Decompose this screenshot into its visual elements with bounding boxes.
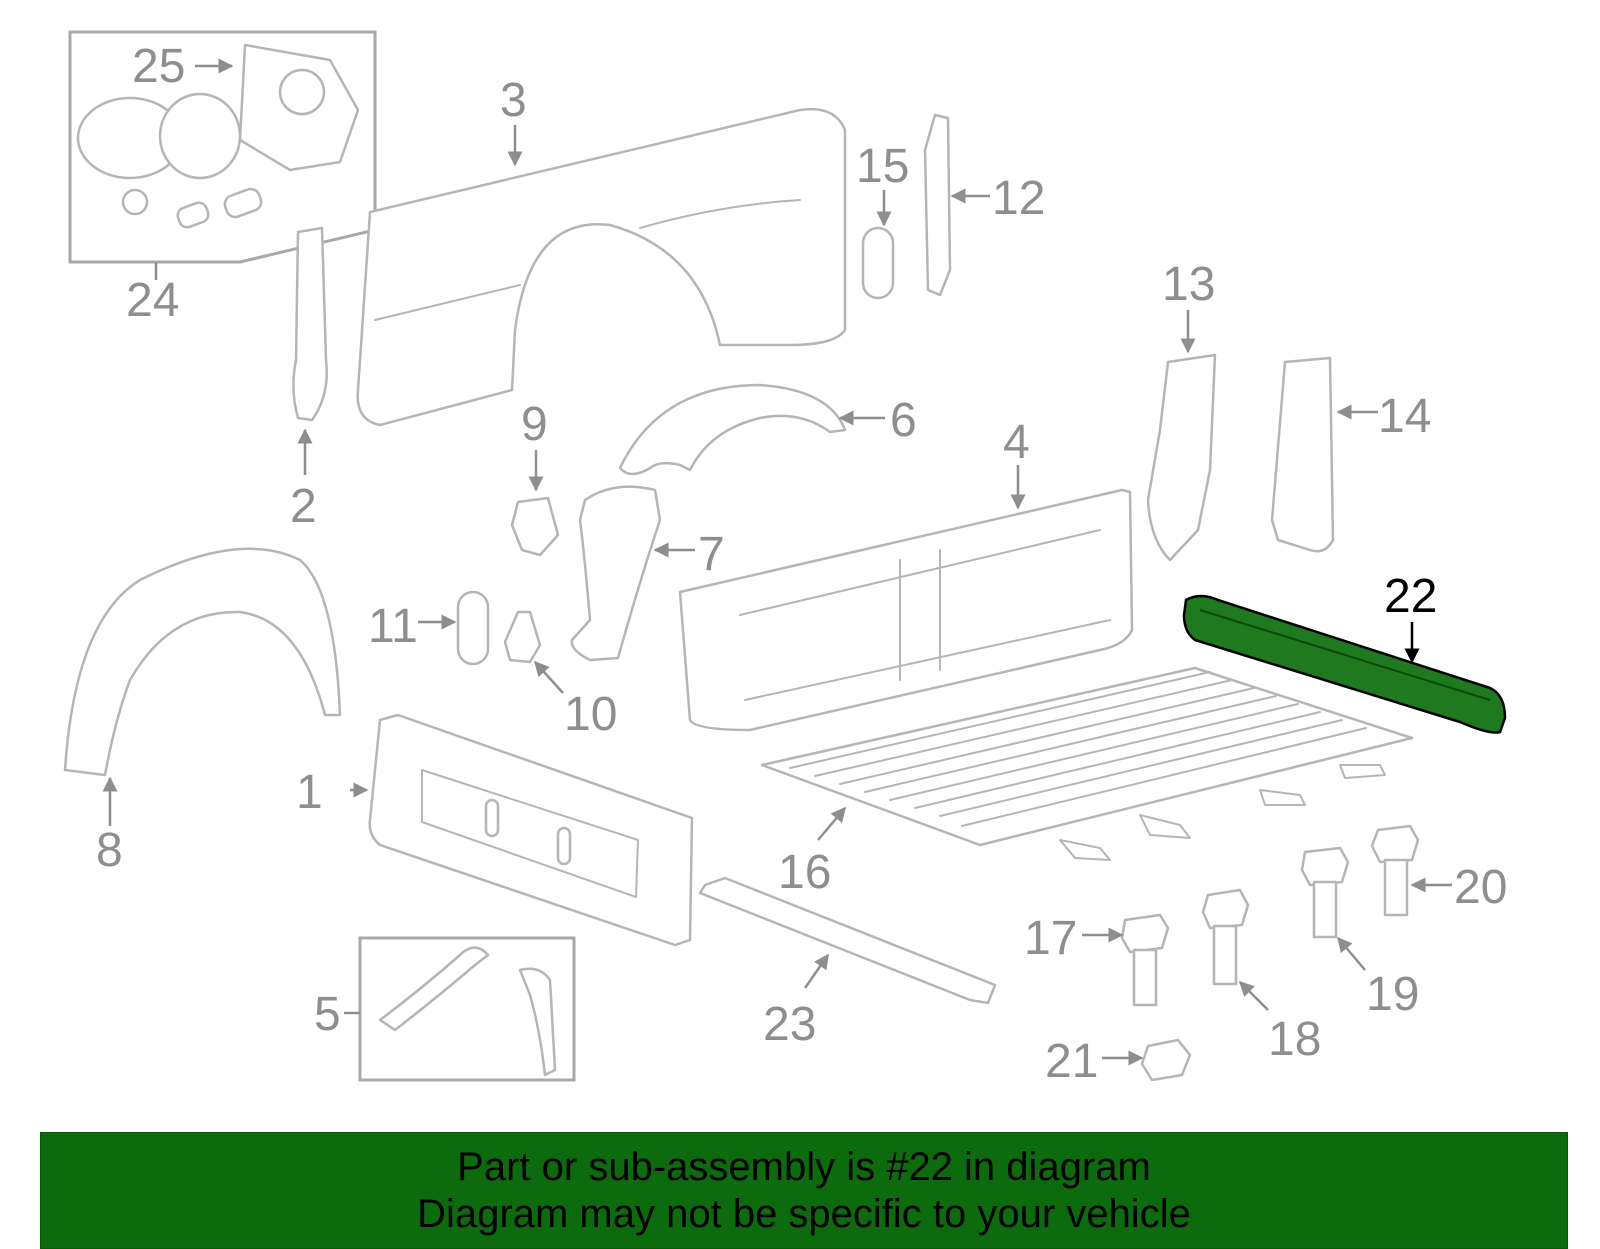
callout-labels: 25 24 3 2 15 12 6 9 7 8 11 10 4 13 14 1 … xyxy=(96,40,1507,1088)
callout-13: 13 xyxy=(1162,258,1215,311)
info-banner: Part or sub-assembly is #22 in diagram D… xyxy=(40,1132,1568,1249)
callout-14: 14 xyxy=(1378,390,1431,443)
front-panel xyxy=(678,488,1134,732)
callout-19: 19 xyxy=(1366,968,1419,1021)
strip-23 xyxy=(698,876,997,1005)
callout-8: 8 xyxy=(96,824,123,877)
bolt-17 xyxy=(1120,913,1170,1007)
box-side-panel xyxy=(356,107,847,427)
wheelhouse-inner xyxy=(618,383,847,476)
corner-post xyxy=(292,226,328,422)
callout-16: 16 xyxy=(778,846,831,899)
callout-25: 25 xyxy=(132,40,185,93)
splash-shield xyxy=(570,485,662,662)
callout-23: 23 xyxy=(763,998,816,1051)
callout-5: 5 xyxy=(314,988,341,1041)
bolt-20 xyxy=(1370,824,1420,917)
callout-1: 1 xyxy=(296,766,323,819)
part-22-edge xyxy=(1199,609,1491,701)
callout-15: 15 xyxy=(856,140,909,193)
banner-disclaimer-line: Diagram may not be specific to your vehi… xyxy=(417,1191,1191,1236)
callout-24: 24 xyxy=(126,274,179,327)
fender-flare xyxy=(63,547,342,777)
bolt-19 xyxy=(1300,846,1350,939)
callout-18: 18 xyxy=(1268,1013,1321,1066)
callout-7: 7 xyxy=(698,528,725,581)
callout-22[interactable]: 22 xyxy=(1384,570,1437,623)
clip-10 xyxy=(503,610,542,664)
bracket-13 xyxy=(1146,353,1217,562)
callout-4: 4 xyxy=(1003,416,1030,469)
callout-3: 3 xyxy=(500,74,527,127)
callout-21: 21 xyxy=(1045,1035,1098,1088)
bed-floor xyxy=(760,666,1414,861)
bolt-18 xyxy=(1201,888,1250,986)
bracket-12 xyxy=(923,113,952,297)
clip-9 xyxy=(510,496,560,557)
callout-9: 9 xyxy=(521,398,548,451)
callout-20: 20 xyxy=(1454,861,1507,914)
banner-part-line: Part or sub-assembly is #22 in diagram xyxy=(457,1144,1151,1189)
plug-15 xyxy=(861,226,895,300)
callout-12: 12 xyxy=(992,172,1045,225)
tailgate xyxy=(368,713,694,947)
callout-17: 17 xyxy=(1024,912,1077,965)
plug-11 xyxy=(456,590,490,666)
fuel-door-kit-box xyxy=(68,30,377,264)
callout-11: 11 xyxy=(368,600,418,653)
callout-6: 6 xyxy=(890,394,917,447)
seal-kit-box xyxy=(358,936,576,1082)
callout-2: 2 xyxy=(290,480,317,533)
bracket-14 xyxy=(1270,356,1335,553)
leader-lines xyxy=(102,58,1452,1066)
callout-10: 10 xyxy=(564,688,617,741)
nut-21 xyxy=(1140,1038,1192,1082)
